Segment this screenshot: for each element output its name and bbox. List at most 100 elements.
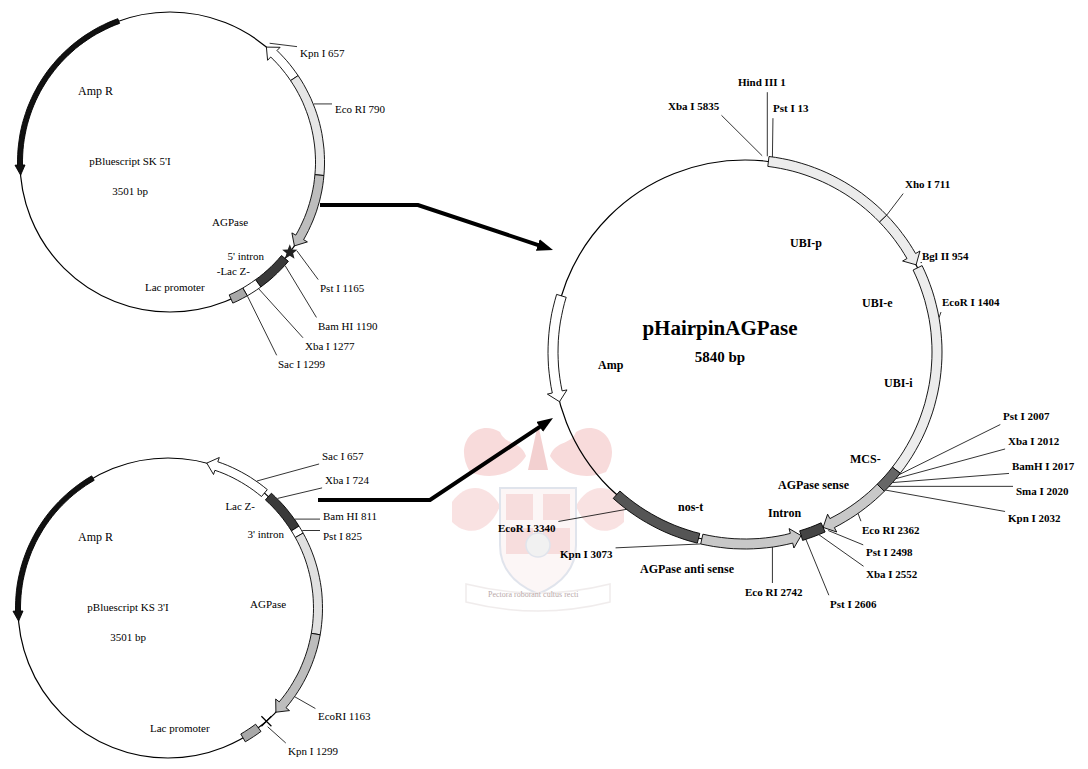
feature-arc (768, 157, 887, 223)
leader-line (259, 289, 303, 338)
construction-arrow (318, 424, 545, 500)
map-label: AGPase sense (778, 478, 849, 492)
feature-arc (547, 294, 567, 401)
map-label: Xba I 2012 (1008, 435, 1059, 448)
plasmid-name: pBluescript SK 5'I (89, 155, 170, 168)
map-label: Xho I 711 (905, 178, 950, 191)
map-label: Amp R (78, 530, 113, 544)
map-label: Sac I 1299 (278, 358, 325, 371)
leader-line (616, 544, 701, 548)
leader-line (721, 115, 762, 155)
map-label: Kpn I 657 (300, 47, 345, 60)
feature-arc (207, 458, 267, 497)
leader-line (828, 531, 863, 545)
map-label: EcoR I 1404 (942, 296, 999, 309)
map-label: Pst I 1165 (320, 282, 364, 295)
map-label: Pst I 2606 (830, 598, 876, 611)
map-label: Amp R (78, 84, 113, 98)
feature-arc (880, 215, 921, 265)
map-label: Kpn I 3073 (560, 548, 613, 561)
map-label: UBI-p (790, 236, 822, 250)
feature-arc (13, 476, 94, 621)
leader-line (858, 513, 861, 521)
crest-shield (500, 488, 576, 594)
map-label: Lac promoter (145, 281, 205, 294)
map-label: Lac promoter (150, 722, 210, 735)
leader-line (893, 473, 1009, 482)
map-label: EcoRI 1163 (318, 710, 370, 723)
leader-line (558, 509, 626, 521)
feature-arc (295, 533, 322, 635)
map-label: Amp (598, 358, 623, 372)
leader-line (806, 539, 829, 595)
plasmid-name: pBluescript KS 3'I (87, 601, 168, 614)
map-label: Eco RI 2742 (745, 586, 802, 599)
plasmid-size: 5840 bp (695, 348, 745, 366)
map-label: UBI-e (862, 296, 893, 310)
construction-arrow (320, 205, 544, 247)
map-label: Lac Z- (225, 500, 255, 513)
leader-line (886, 490, 1006, 511)
map-label: 5' intron (227, 250, 264, 263)
feature-arc (291, 76, 325, 176)
map-label: Eco RI 2362 (862, 524, 919, 537)
map-label: Xba I 5835 (668, 100, 719, 113)
map-label: AGPase (212, 216, 248, 229)
leader-line (887, 194, 903, 216)
map-label: Kpn I 2032 (1008, 512, 1061, 525)
map-label: AGPase anti sense (640, 562, 734, 576)
map-label: UBI-i (884, 376, 913, 390)
leader-lines (248, 43, 1014, 743)
map-label: Xba I 724 (325, 474, 369, 487)
map-label: Xba I 1277 (305, 340, 355, 353)
map-label: Pst I 825 (323, 530, 362, 543)
leader-line (297, 251, 318, 280)
map-label: Pst I 13 (773, 102, 808, 115)
site-mark (261, 716, 271, 726)
map-label: AGPase (250, 598, 286, 611)
leader-line (278, 488, 322, 499)
plasmid-map: pBluescript SK 5'I 3501 bp (20, 12, 320, 312)
feature-arc (15, 19, 120, 175)
map-label: Sma I 2020 (1016, 485, 1069, 498)
plasmid-size: 3501 bp (110, 631, 146, 644)
feature-arc (266, 47, 298, 81)
feature-arc (241, 724, 261, 742)
map-label: Bgl II 954 (922, 250, 968, 263)
leader-line (295, 697, 315, 709)
feature-arc (292, 175, 324, 246)
map-label: Xba I 2552 (866, 568, 917, 581)
intron-star (282, 244, 297, 258)
leader-line (270, 43, 297, 46)
leader-line (772, 547, 773, 583)
plasmid-size: 3501 bp (112, 185, 148, 198)
leader-line (257, 464, 319, 481)
map-label: nos-t (678, 500, 703, 514)
crest-quarter (543, 494, 570, 520)
watermark-crest (452, 424, 624, 611)
plasmid-map: pHairpinAGPase5840 bp (553, 160, 937, 544)
leader-line (268, 727, 286, 743)
map-label: Eco RI 790 (335, 103, 385, 116)
map-label: EcoR I 3340 (498, 522, 555, 535)
leader-line (889, 486, 1013, 487)
leader-line (921, 262, 922, 263)
map-label: Pst I 2007 (1003, 410, 1049, 423)
leader-line (772, 118, 774, 157)
leader-line (939, 312, 941, 318)
leader-line (295, 519, 320, 520)
feature-arc (276, 633, 321, 712)
map-label: MCS- (850, 452, 881, 466)
map-label: Sac I 657 (322, 450, 364, 463)
crest-centre (526, 533, 550, 557)
feature-arc (265, 493, 299, 531)
feature-arc (229, 288, 247, 303)
map-label: 3' intron (247, 528, 284, 541)
leader-line (819, 535, 864, 567)
map-label: Hind III 1 (738, 76, 786, 89)
crest-scroll (466, 584, 610, 611)
feature-arc (701, 529, 801, 549)
